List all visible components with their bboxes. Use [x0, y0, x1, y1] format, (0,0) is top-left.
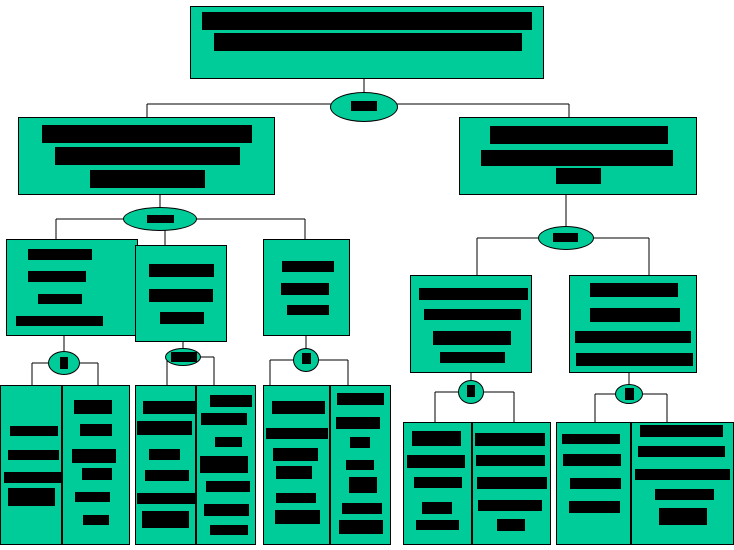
redacted-text-leaf-1b-6 [83, 515, 109, 525]
redacted-text-left-branch-1 [42, 125, 252, 143]
redacted-text-leaf-4a-5 [416, 520, 459, 530]
redacted-text-left-child-1-3 [38, 294, 82, 304]
redacted-text-right-child-1-3 [433, 331, 511, 345]
redacted-text-leaf-4a-1 [412, 431, 461, 446]
redacted-text-leaf-4a-4 [422, 502, 452, 514]
redacted-text-left-child-1-1 [28, 249, 92, 260]
redacted-text-left-branch-2 [55, 147, 240, 165]
redacted-text-leaf-1b-2 [80, 424, 112, 436]
redacted-text-right-child-1-2 [424, 309, 521, 320]
redacted-text-leaf-1a-1 [10, 426, 58, 436]
redacted-text-leaf-3b-3 [350, 437, 370, 448]
redacted-text-right-child-2-2 [590, 308, 680, 322]
redacted-text-left-child-1-2 [28, 271, 86, 282]
redacted-text-leaf-3a-1 [272, 401, 325, 414]
redacted-text-leaf-2a-6 [142, 511, 189, 528]
redacted-text-leaf-4b-3 [477, 477, 547, 489]
redacted-text-leaf-1b-4 [82, 468, 112, 480]
redacted-text-right-child-1-4 [440, 352, 505, 363]
redacted-text-leaf-5a-4 [569, 501, 620, 513]
redacted-text-leaf-5b-3 [635, 469, 730, 480]
redacted-text-leaf-4a-3 [414, 477, 462, 488]
redacted-text-left-child-3-1 [282, 261, 334, 272]
redacted-text-left-child-1-4 [16, 316, 103, 326]
redacted-text-right-child-2-4 [576, 353, 693, 366]
redacted-text-leaf-4b-1 [475, 433, 545, 446]
redacted-text-leaf-3a-6 [275, 510, 320, 524]
redacted-text-conn-rc2 [625, 388, 634, 400]
redacted-text-leaf-1b-5 [75, 492, 110, 502]
redacted-text-leaf-1b-3 [72, 449, 116, 463]
redacted-text-left-child-3-2 [281, 283, 329, 295]
redacted-text-leaf-2b-2 [201, 413, 247, 425]
redacted-text-leaf-2b-1 [210, 395, 252, 407]
redacted-text-right-child-2-3 [575, 331, 691, 343]
redacted-text-leaf-5a-1 [562, 434, 620, 444]
redacted-text-conn-lc1 [60, 357, 68, 369]
redacted-text-leaf-3a-4 [276, 466, 312, 479]
redacted-text-leaf-5b-5 [659, 508, 707, 525]
redacted-text-right-branch-2 [481, 150, 673, 166]
redacted-text-right-branch-3 [556, 168, 601, 184]
redacted-text-leaf-2a-3 [149, 449, 180, 460]
redacted-text-root-1 [202, 12, 532, 30]
redacted-text-leaf-2b-4 [200, 456, 248, 473]
redacted-text-leaf-3b-2 [336, 417, 380, 429]
redacted-text-leaf-4a-2 [407, 455, 465, 468]
node-leaf-5b [631, 422, 734, 545]
redacted-text-leaf-4b-4 [478, 500, 542, 511]
redacted-text-leaf-4b-5 [497, 519, 525, 531]
redacted-text-left-branch-3 [90, 170, 205, 188]
redacted-text-leaf-5b-1 [640, 425, 723, 437]
redacted-text-conn-root [351, 101, 377, 111]
redacted-text-leaf-1a-4 [8, 488, 55, 506]
redacted-text-leaf-5b-4 [655, 489, 714, 500]
redacted-text-leaf-2b-5 [206, 481, 250, 492]
redacted-text-leaf-2a-4 [145, 470, 189, 481]
redacted-text-right-branch-1 [490, 126, 668, 144]
redacted-text-leaf-3a-2 [266, 428, 328, 439]
redacted-text-left-child-2-1 [149, 264, 214, 277]
redacted-text-leaf-1a-2 [8, 450, 59, 460]
redacted-text-right-child-1-1 [419, 288, 528, 300]
redacted-text-leaf-3b-6 [342, 503, 382, 514]
redacted-text-leaf-3b-1 [337, 393, 384, 405]
redacted-text-leaf-2a-1 [143, 401, 197, 414]
redacted-text-conn-left [147, 215, 174, 223]
redacted-text-conn-lc2 [171, 352, 197, 362]
redacted-text-leaf-3a-3 [273, 448, 318, 461]
redacted-text-right-child-2-1 [590, 283, 678, 297]
redacted-text-left-child-2-3 [160, 312, 204, 324]
redacted-text-leaf-1b-1 [74, 400, 112, 414]
redacted-text-leaf-5a-2 [563, 454, 621, 466]
redacted-text-leaf-3b-4 [346, 460, 374, 470]
redacted-text-leaf-2b-7 [210, 525, 248, 535]
redacted-text-leaf-3b-7 [339, 520, 383, 534]
redacted-text-leaf-2b-6 [204, 504, 249, 516]
redacted-text-leaf-2a-2 [137, 421, 192, 435]
node-leaf-1a [0, 385, 62, 545]
redacted-text-left-child-3-3 [287, 305, 329, 315]
redacted-text-left-child-2-2 [149, 289, 213, 302]
redacted-text-leaf-4b-2 [476, 455, 545, 466]
redacted-text-leaf-5b-2 [638, 446, 725, 457]
redacted-text-leaf-3a-5 [276, 493, 316, 503]
redacted-text-leaf-1a-3 [4, 472, 61, 483]
redacted-text-conn-rc1 [467, 385, 475, 397]
redacted-text-leaf-2b-3 [215, 437, 242, 447]
redacted-text-root-2 [214, 33, 522, 51]
redacted-text-conn-right [553, 233, 578, 242]
redacted-text-conn-lc3 [302, 353, 311, 364]
redacted-text-leaf-2a-5 [137, 493, 196, 504]
redacted-text-leaf-3b-5 [349, 477, 377, 493]
redacted-text-leaf-5a-3 [570, 478, 621, 489]
